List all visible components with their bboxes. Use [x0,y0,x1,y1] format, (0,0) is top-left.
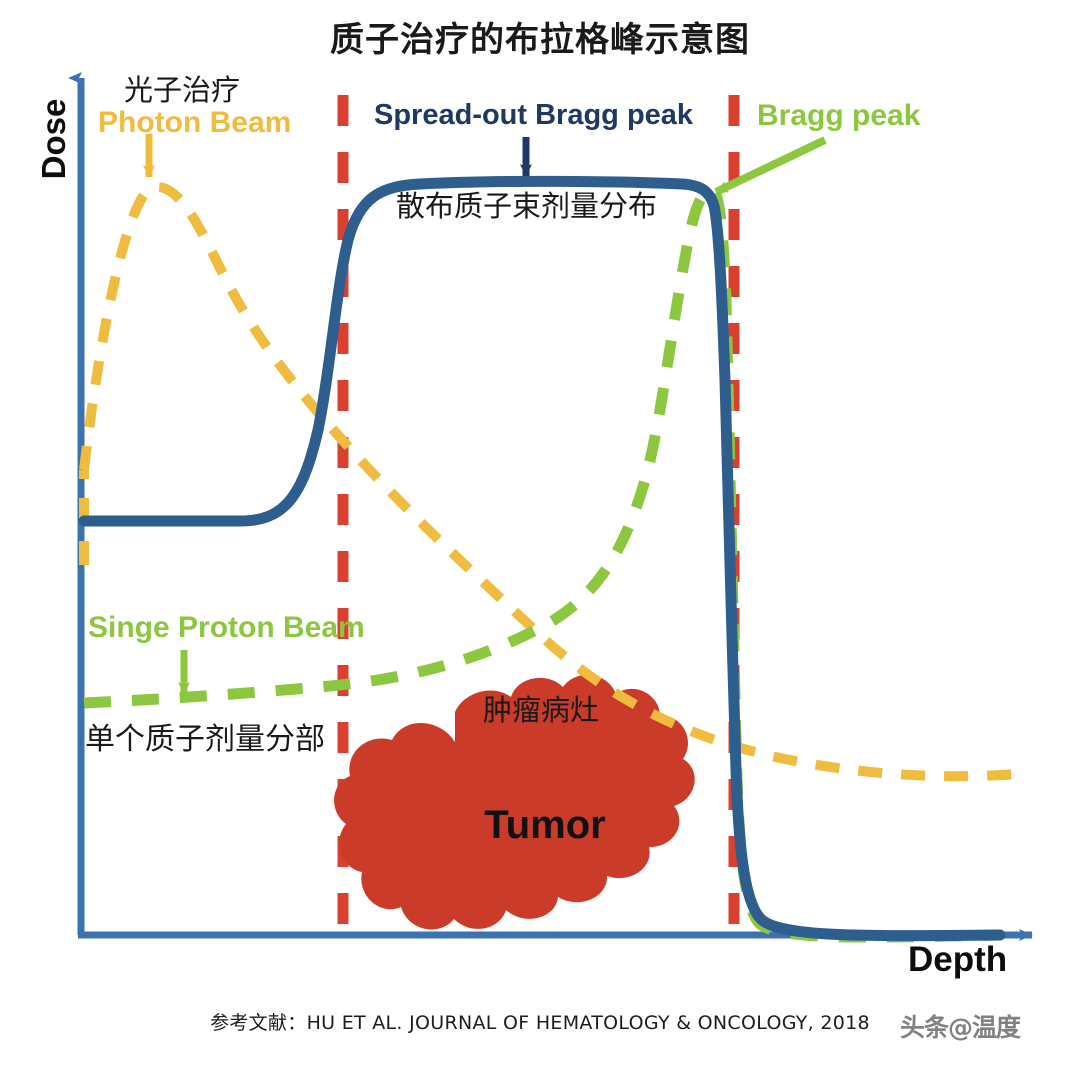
single-proton-beam-label-en: Singe Proton Beam [88,611,365,644]
annotation-arrows [143,134,827,695]
x-axis-label: Depth [908,940,1008,979]
sobp-label-en: Spread-out Bragg peak [374,99,694,131]
photon-beam-path [79,182,1019,782]
bragg-peak-label-en: Bragg peak [757,99,921,132]
photon-beam-label-en: Photon Beam [98,106,292,139]
tumor-shape [334,674,695,930]
sobp-label-cn: 散布质子束剂量分布 [396,189,658,223]
tumor-label-cn: 肿瘤病灶 [483,693,600,727]
page-title: 质子治疗的布拉格峰示意图 [330,20,750,60]
watermark: 头条@温度 [900,1013,1021,1042]
photon-beam-label-cn: 光子治疗 [124,73,241,107]
single-proton-beam-label-cn: 单个质子剂量分部 [85,722,325,757]
bragg-peak-arrow [714,136,827,196]
sobp-curve [78,175,1006,942]
sobp-path [78,175,1006,942]
tumor-label-en: Tumor [484,803,606,847]
y-axis-label: Dose [35,98,72,180]
tumor-region [334,674,695,930]
source-caption: 参考文献：HU ET AL. JOURNAL OF HEMATOLOGY & O… [210,1012,870,1034]
